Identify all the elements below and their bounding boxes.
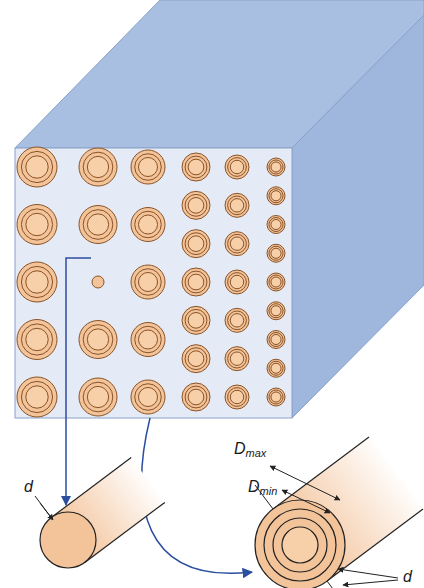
wire-section <box>225 155 249 179</box>
strand-core <box>282 527 318 563</box>
wire-section <box>131 150 165 184</box>
strand-ring <box>264 509 336 581</box>
dimension-label: d <box>401 568 414 586</box>
wire-section <box>79 321 117 359</box>
wire-section <box>225 193 249 217</box>
wire-section <box>267 158 285 176</box>
stranded-wire-end <box>255 500 345 588</box>
wire-section <box>131 323 165 357</box>
wire-edge <box>51 458 131 518</box>
wire-section <box>17 147 57 187</box>
dimension-label: Dmin <box>246 478 279 498</box>
wire-section <box>131 380 165 414</box>
wire-section <box>79 148 117 186</box>
wire-edge <box>273 437 369 509</box>
wire-edge <box>85 502 165 562</box>
wire-section <box>225 308 249 332</box>
wire-section <box>17 262 57 302</box>
wire-section <box>225 270 249 294</box>
leader-line <box>66 258 91 505</box>
block-front <box>15 148 292 418</box>
dimension-label: d <box>22 478 35 496</box>
wire-section <box>225 232 249 256</box>
wire-section <box>131 208 165 242</box>
solid-wire-end <box>40 512 96 568</box>
dimension-line <box>282 490 330 513</box>
wire-cross-sections <box>17 147 285 417</box>
wire-section <box>79 206 117 244</box>
wire-section <box>17 320 57 360</box>
wire-section <box>225 385 249 409</box>
wire-section <box>267 244 285 262</box>
wire-section <box>182 383 210 411</box>
wire-section <box>17 205 57 245</box>
strand-ring <box>273 518 327 572</box>
dimension-line <box>40 503 53 520</box>
extension-line <box>85 562 100 583</box>
wire-section <box>267 273 285 291</box>
wire-section <box>17 377 57 417</box>
dimension-label: Dmax <box>232 440 268 460</box>
wire-section <box>182 191 210 219</box>
wire-section <box>267 388 285 406</box>
dimension-line <box>270 466 340 500</box>
leader-line <box>338 569 398 578</box>
wire-section <box>131 265 165 299</box>
wire-section <box>182 345 210 373</box>
extension-line <box>327 581 345 588</box>
wire-section <box>225 347 249 371</box>
block-side <box>292 15 424 418</box>
wire-section <box>92 276 104 288</box>
wire-section <box>267 187 285 205</box>
wire-section <box>182 230 210 258</box>
wire-section <box>267 359 285 377</box>
wire-section <box>182 306 210 334</box>
wire-section <box>182 153 210 181</box>
wire-section <box>182 268 210 296</box>
wire-section <box>267 216 285 234</box>
wire-section <box>79 378 117 416</box>
leader-line <box>343 580 398 585</box>
wire-section <box>267 302 285 320</box>
wire-section <box>267 331 285 349</box>
